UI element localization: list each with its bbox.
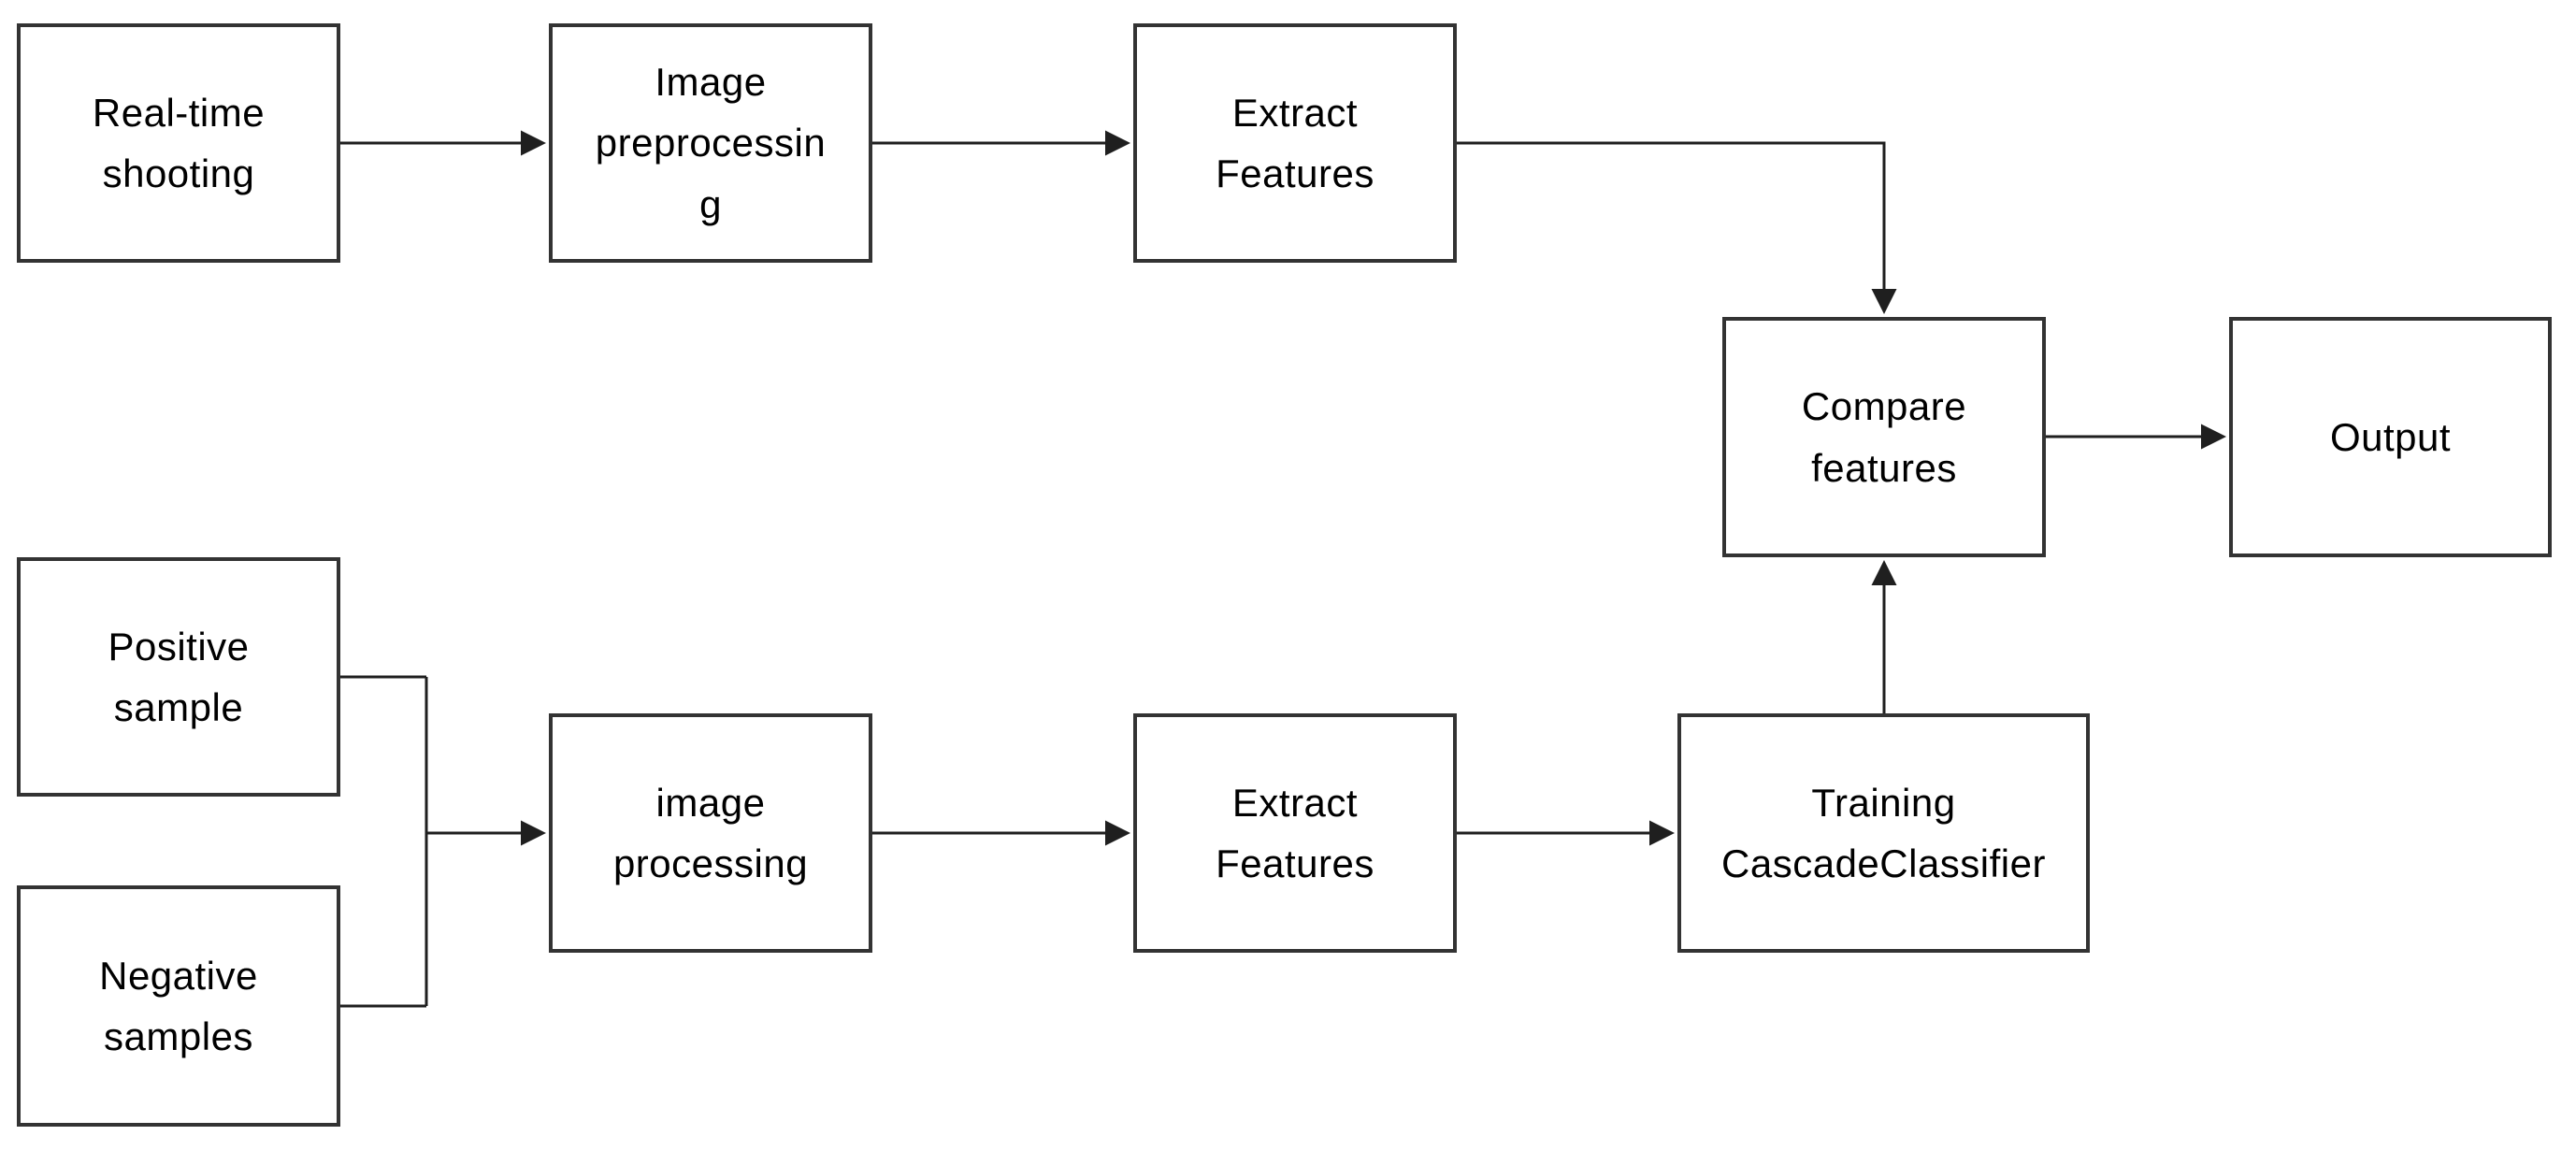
node-positive-sample: Positive sample bbox=[17, 557, 340, 797]
node-label-training-cascadeclassifier: Training CascadeClassifier bbox=[1721, 780, 2046, 885]
node-output: Output bbox=[2229, 317, 2552, 557]
node-label-extract-features-top: Extract Features bbox=[1216, 90, 1374, 195]
node-extract-features-top: Extract Features bbox=[1133, 23, 1457, 263]
node-label-compare-features: Compare features bbox=[1801, 384, 1967, 490]
node-label-image-preprocessing: Image preprocessin g bbox=[595, 60, 827, 226]
node-negative-samples: Negative samples bbox=[17, 885, 340, 1127]
node-label-extract-features-bottom: Extract Features bbox=[1216, 780, 1374, 885]
node-image-preprocessing: Image preprocessin g bbox=[549, 23, 872, 263]
node-label-real-time-shooting: Real-time shooting bbox=[92, 90, 266, 195]
node-label-output: Output bbox=[2329, 414, 2452, 459]
node-compare-features: Compare features bbox=[1722, 317, 2046, 557]
node-label-image-processing: image processing bbox=[612, 780, 809, 885]
edge-extract-top-to-compare bbox=[1457, 141, 1897, 314]
node-real-time-shooting: Real-time shooting bbox=[17, 23, 340, 263]
node-training-cascadeclassifier: Training CascadeClassifier bbox=[1677, 713, 2090, 953]
node-label-negative-samples: Negative samples bbox=[99, 953, 258, 1058]
node-label-positive-sample: Positive sample bbox=[108, 624, 250, 729]
node-image-processing: image processing bbox=[549, 713, 872, 953]
node-extract-features-bottom: Extract Features bbox=[1133, 713, 1457, 953]
